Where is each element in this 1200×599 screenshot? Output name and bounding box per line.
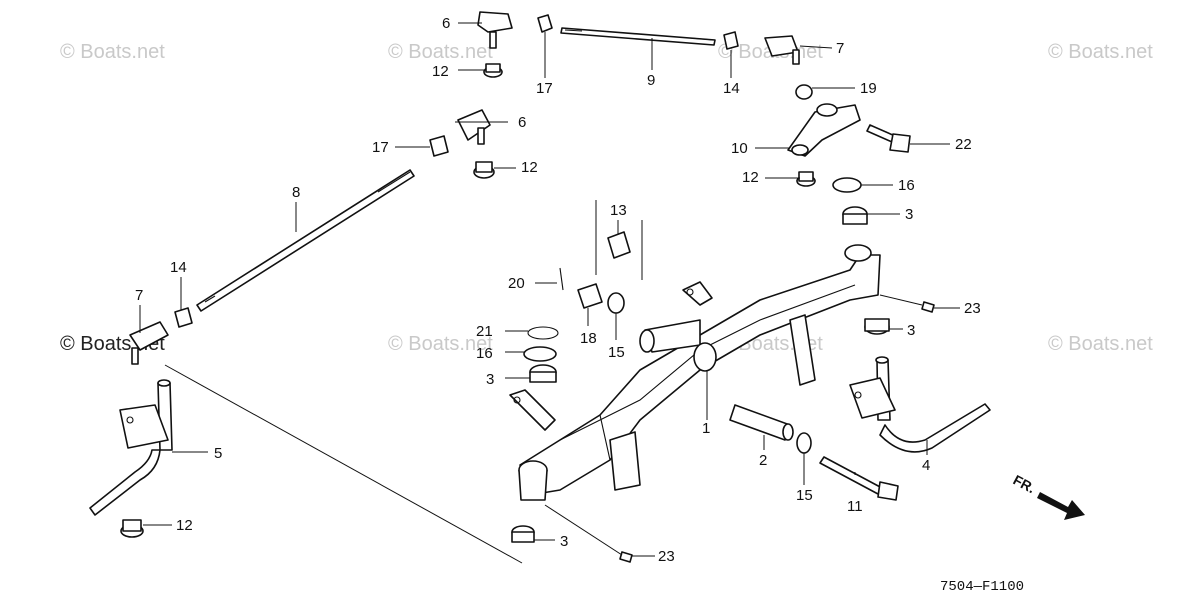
callouts: 6 12 17 9 14 7 19 6 17 12 10 22 12 16 3 …	[135, 15, 981, 565]
callout-7-top: 7	[836, 40, 844, 57]
flange-nut-12-d	[120, 519, 144, 538]
grease-fitting-23-right	[921, 301, 935, 313]
leader-lines	[139, 22, 960, 557]
front-arrow-icon	[1037, 492, 1085, 520]
tie-rod-end-6-mid	[457, 109, 491, 145]
callout-1: 1	[702, 420, 710, 437]
diagram-code: 7504—F1100	[940, 579, 1024, 595]
watermark-7: © Boats.net	[1048, 333, 1153, 355]
callout-13: 13	[610, 202, 627, 219]
left-spindle	[89, 379, 173, 516]
callout-23-right: 23	[964, 300, 981, 317]
nut-14-top	[723, 31, 739, 50]
callout-18: 18	[580, 330, 597, 347]
nut-17-top	[537, 14, 553, 33]
washer-16-right	[832, 177, 862, 193]
callout-12-c: 12	[742, 169, 759, 186]
bushing-3-c	[529, 364, 557, 383]
bushing-3-a	[842, 206, 868, 225]
bushing-3-d	[511, 525, 535, 543]
watermark-1: © Boats.net	[60, 41, 165, 63]
watermark-5: © Boats.net	[388, 333, 493, 355]
tie-rod-8	[196, 169, 415, 312]
nut-13	[607, 231, 631, 259]
callout-12-d: 12	[176, 517, 193, 534]
callout-20: 20	[508, 275, 525, 292]
callout-15-bottom: 15	[796, 487, 813, 504]
callout-3-b: 3	[907, 322, 915, 339]
pivot-pin	[729, 404, 794, 441]
callout-5: 5	[214, 445, 222, 462]
flange-nut-12-c	[796, 171, 816, 187]
nut-14-left	[174, 307, 193, 328]
callout-11: 11	[847, 498, 863, 515]
bushing-19	[795, 84, 813, 100]
callout-3-d: 3	[560, 533, 568, 550]
callout-22: 22	[955, 136, 972, 153]
callout-16-left: 16	[476, 345, 493, 362]
callout-19: 19	[860, 80, 877, 97]
callout-17-top: 17	[536, 80, 553, 97]
callout-15-top: 15	[608, 344, 625, 361]
small-hardware	[120, 14, 935, 563]
callout-3-a: 3	[905, 206, 913, 223]
front-label: FR.	[1011, 472, 1038, 497]
callout-21: 21	[476, 323, 493, 340]
tie-rod-end-7-left	[129, 321, 169, 365]
snap-ring-21	[527, 326, 559, 340]
watermark-2: © Boats.net	[388, 41, 493, 63]
callout-3-c: 3	[486, 371, 494, 388]
right-spindle	[849, 356, 991, 453]
callout-17-mid: 17	[372, 139, 389, 156]
bolt-11	[819, 456, 899, 501]
steering-arm	[787, 103, 861, 157]
washer-15-top	[607, 292, 625, 314]
watermarks: © Boats.net © Boats.net © Boats.net © Bo…	[60, 41, 1153, 355]
watermark-4: © Boats.net	[1048, 41, 1153, 63]
callout-12-b: 12	[521, 159, 538, 176]
callout-4: 4	[922, 457, 930, 474]
callout-2: 2	[759, 452, 767, 469]
callout-14-left: 14	[170, 259, 187, 276]
washer-16-left	[523, 346, 557, 362]
tie-rod-end-7-top	[764, 35, 800, 65]
nut-17-mid	[429, 135, 449, 157]
bushing-3-b	[864, 318, 890, 335]
callout-12-a: 12	[432, 63, 449, 80]
callout-6-mid: 6	[518, 114, 526, 131]
callout-6-top: 6	[442, 15, 450, 32]
callout-9: 9	[647, 72, 655, 89]
washer-15-bottom	[796, 432, 812, 454]
front-axle-beam	[509, 244, 881, 501]
front-direction-indicator: FR.	[1011, 472, 1085, 520]
bolt-22	[866, 124, 911, 153]
castle-nut-18	[577, 283, 603, 309]
callout-7-left: 7	[135, 287, 143, 304]
flange-nut-12-b	[473, 161, 495, 179]
callout-8: 8	[292, 184, 300, 201]
grease-fitting-23-left	[619, 551, 633, 563]
callout-10: 10	[731, 140, 748, 157]
callout-23-left: 23	[658, 548, 675, 565]
callout-16-right: 16	[898, 177, 915, 194]
tie-rod-9	[560, 27, 716, 46]
cotter-pin-20	[559, 267, 564, 291]
flange-nut-12-a	[483, 63, 503, 78]
callout-14-top: 14	[723, 80, 740, 97]
